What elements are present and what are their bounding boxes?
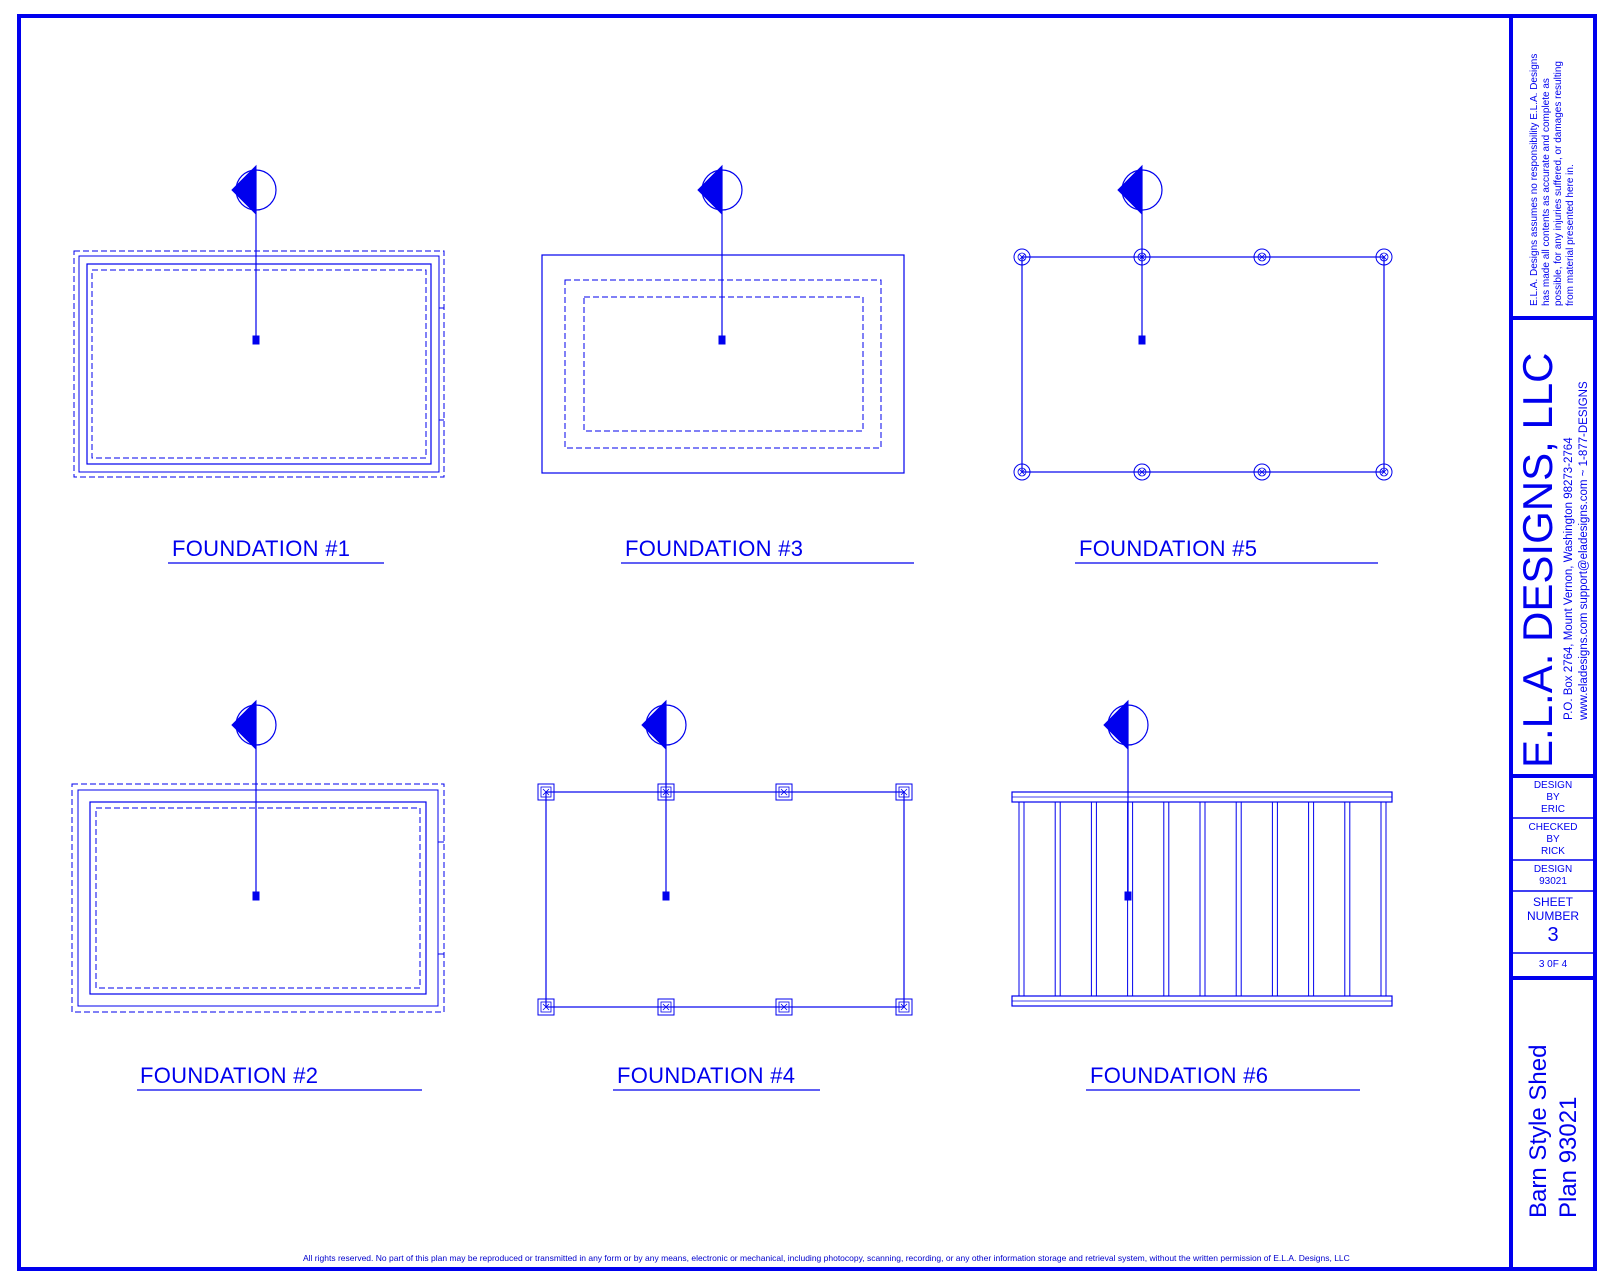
section-marker-icon	[697, 164, 743, 345]
concrete-block-icon	[775, 783, 793, 801]
section-marker-icon	[1117, 164, 1163, 345]
round-pier-icon	[1253, 248, 1271, 266]
concrete-block-icon	[895, 998, 913, 1016]
foundation-4-plan	[545, 791, 905, 1008]
concrete-block-icon	[537, 783, 555, 801]
company-name: E.L.A. DESIGNS, LLC	[1514, 352, 1561, 769]
sheet-count: 3 0F 4	[1538, 959, 1568, 970]
floor-joist	[1054, 801, 1061, 997]
floor-joist	[1163, 801, 1170, 997]
project-title: Barn Style Shed Plan 93021	[1525, 1044, 1582, 1218]
round-pier-icon	[1013, 463, 1031, 481]
floor-joist	[1380, 801, 1387, 997]
section-marker-icon	[1103, 699, 1149, 901]
pier-group	[1013, 248, 1393, 481]
foundation-label: FOUNDATION #5	[1079, 536, 1258, 561]
floor-joist	[1199, 801, 1206, 997]
designer-cell: DESIGN BY ERIC	[1533, 780, 1573, 815]
round-pier-icon	[1133, 463, 1151, 481]
foundation-6-plan	[1011, 791, 1393, 1007]
section-marker-icon	[231, 699, 277, 901]
round-pier-icon	[1375, 248, 1393, 266]
foundation-1-plan	[73, 250, 445, 478]
checker-cell: CHECKED BY RICK	[1528, 822, 1578, 857]
section-marker-icon	[231, 164, 277, 345]
foundation-label: FOUNDATION #3	[625, 536, 804, 561]
copyright-footer: All rights reserved. No part of this pla…	[303, 1253, 1350, 1263]
floor-joist	[1308, 801, 1315, 997]
sheet-number-cell: SHEET NUMBER 3	[1526, 895, 1579, 946]
foundation-3-plan	[541, 254, 905, 474]
section-marker-icon	[641, 699, 687, 901]
round-pier-icon	[1013, 248, 1031, 266]
design-number-cell: DESIGN 93021	[1533, 864, 1573, 887]
floor-joist	[1018, 801, 1025, 997]
foundation-label: FOUNDATION #6	[1090, 1063, 1269, 1088]
block-group	[537, 783, 913, 1016]
floor-joist	[1235, 801, 1242, 997]
foundation-label: FOUNDATION #4	[617, 1063, 796, 1088]
sheet-border	[17, 14, 1597, 1271]
disclaimer-text: E.L.A. Designs assumes no responsibility…	[1529, 53, 1576, 306]
concrete-block-icon	[537, 998, 555, 1016]
floor-joist	[1344, 801, 1351, 997]
company-contact: www.eladesigns.com support@eladesigns.co…	[1578, 381, 1590, 720]
foundation-2-plan	[71, 783, 445, 1013]
concrete-block-icon	[895, 783, 913, 801]
foundation-label: FOUNDATION #2	[140, 1063, 319, 1088]
foundation-5-plan	[1021, 256, 1385, 473]
concrete-block-icon	[657, 998, 675, 1016]
floor-joist	[1090, 801, 1097, 997]
foundation-label: FOUNDATION #1	[172, 536, 351, 561]
round-pier-icon	[1253, 463, 1271, 481]
round-pier-icon	[1375, 463, 1393, 481]
concrete-block-icon	[775, 998, 793, 1016]
floor-joist	[1271, 801, 1278, 997]
company-address: P.O. Box 2764, Mount Vernon, Washington …	[1563, 437, 1575, 720]
